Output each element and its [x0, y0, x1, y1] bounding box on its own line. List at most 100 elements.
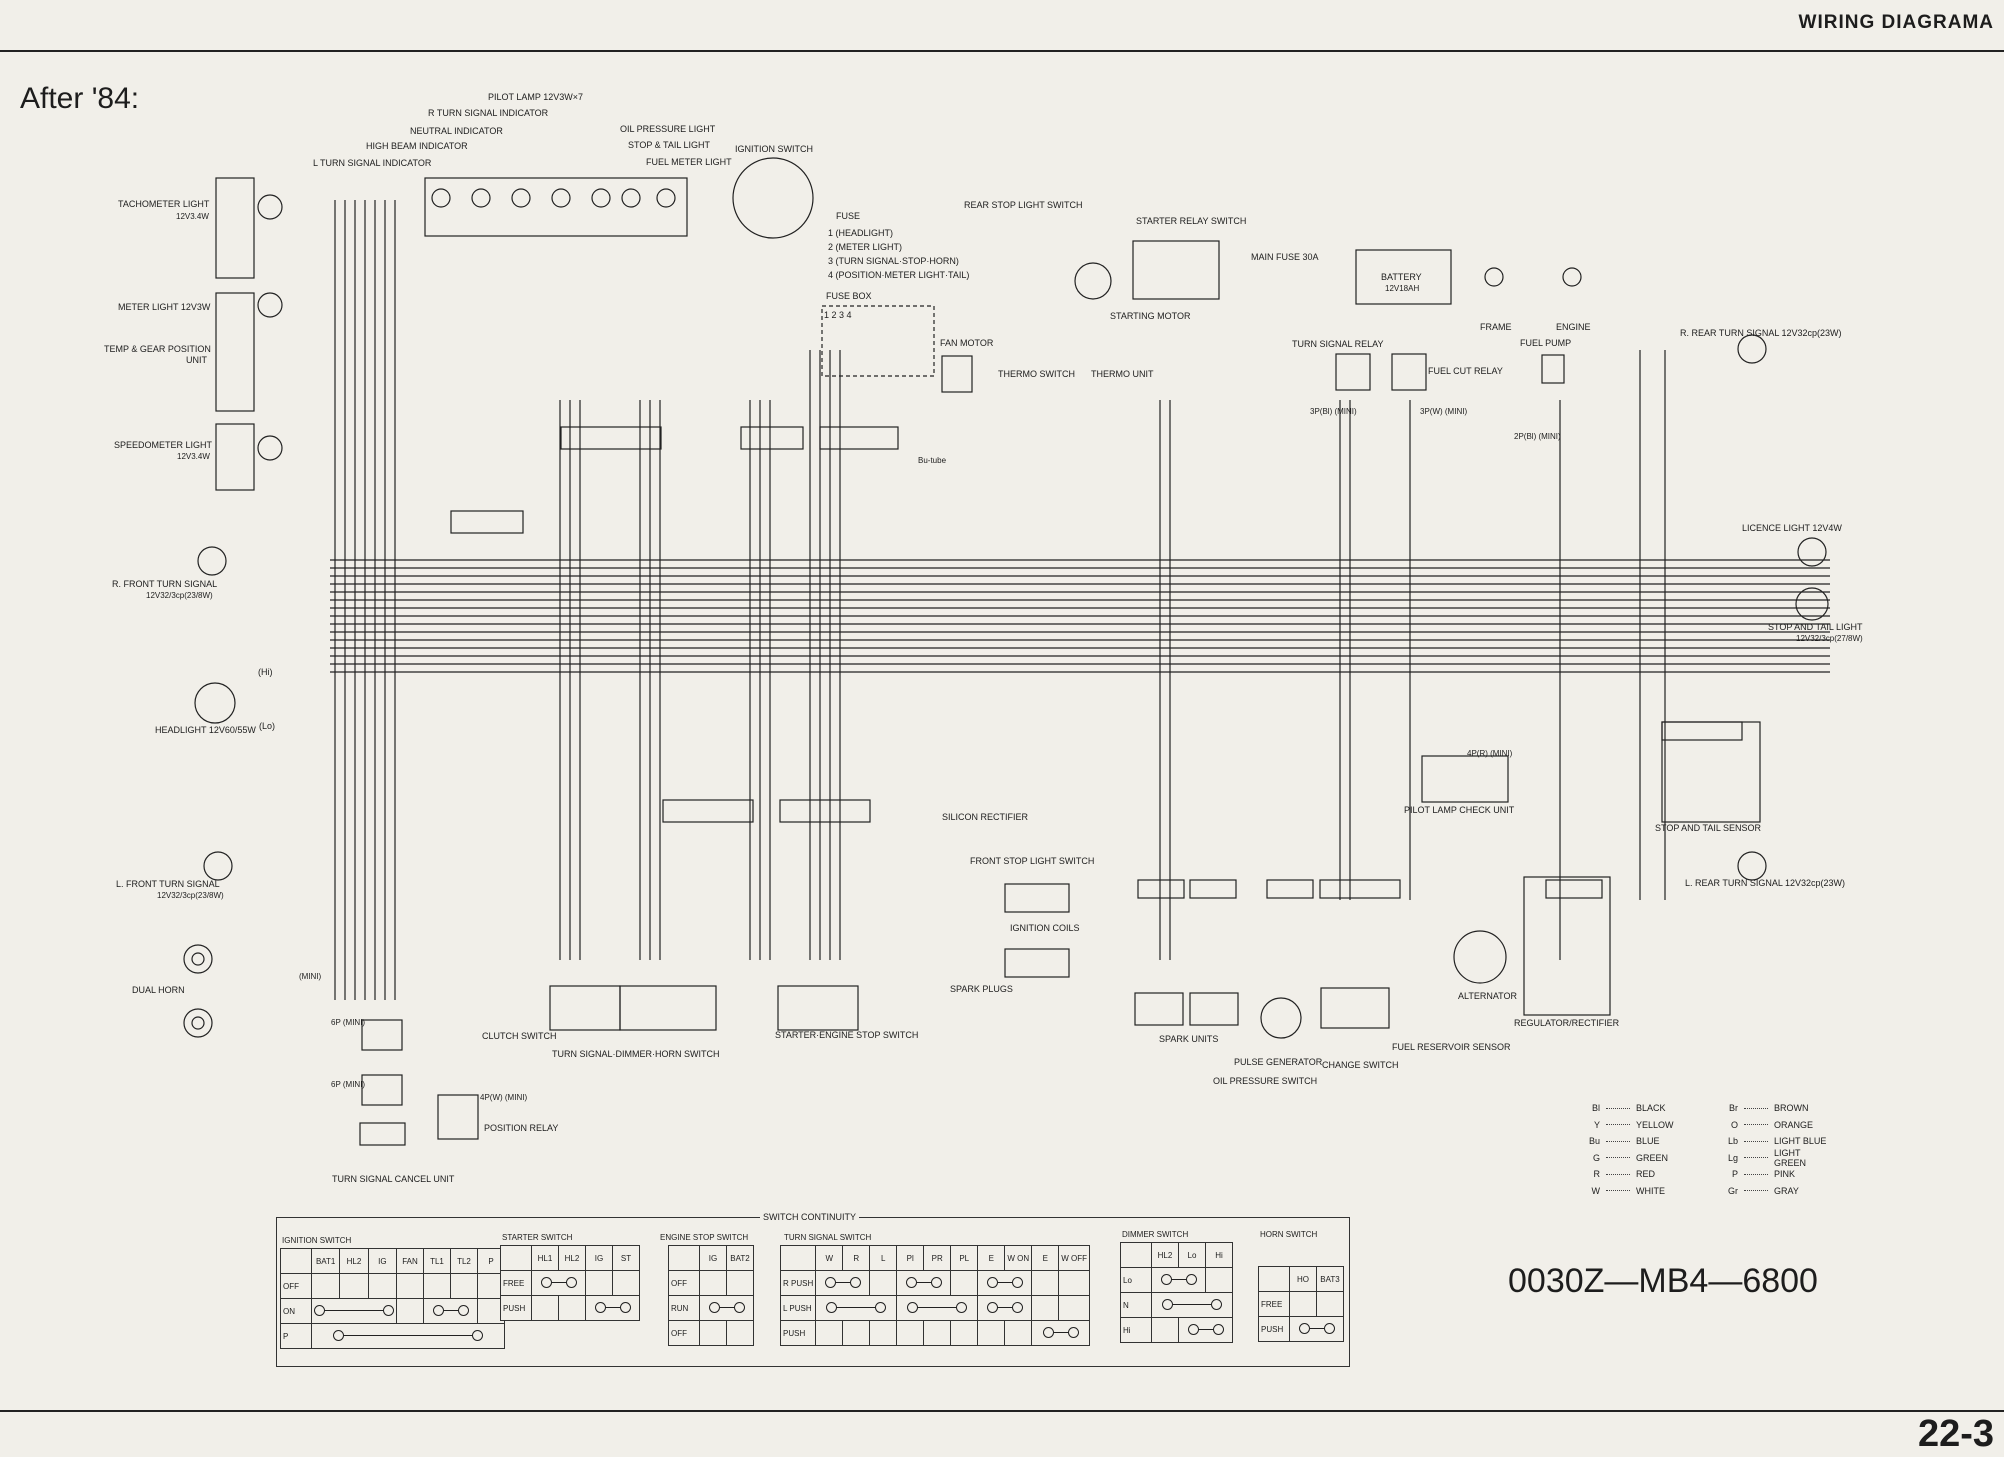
label-speedometer-spec: 12V3.4W: [177, 452, 210, 461]
label-stop-tail-sensor: STOP AND TAIL SENSOR: [1655, 823, 1762, 833]
label-mini: (MINI): [299, 972, 322, 981]
label-fuse-box: FUSE BOX: [826, 291, 872, 301]
label-stop-tail-spec: 12V32/3cp(27/8W): [1796, 634, 1863, 643]
label-fuse-box-numbers: 1 2 3 4: [824, 310, 852, 320]
label-frame: FRAME: [1480, 322, 1512, 332]
label-turn-dimmer-horn: TURN SIGNAL·DIMMER·HORN SWITCH: [552, 1049, 720, 1059]
label-neutral-indicator: NEUTRAL INDICATOR: [410, 126, 503, 136]
label-temp-gear-unit: UNIT: [186, 355, 207, 365]
label-l-rear-turn: L. REAR TURN SIGNAL 12V32cp(23W): [1685, 878, 1845, 888]
label-change-switch: CHANGE SWITCH: [1322, 1060, 1399, 1070]
label-dual-horn: DUAL HORN: [132, 985, 185, 995]
label-tachometer: TACHOMETER LIGHT: [118, 199, 210, 209]
label-3p-bl-mini: 3P(Bl) (MINI): [1310, 407, 1357, 416]
header-title: WIRING DIAGRAMA: [1798, 12, 1994, 33]
label-fuel-meter-light: FUEL METER LIGHT: [646, 157, 732, 167]
label-2p-bl-mini: 2P(Bl) (MINI): [1514, 432, 1561, 441]
label-oil-pressure-switch: OIL PRESSURE SWITCH: [1213, 1076, 1317, 1086]
label-position-relay: POSITION RELAY: [484, 1123, 558, 1133]
label-fuel-cut-relay: FUEL CUT RELAY: [1428, 366, 1503, 376]
label-l-front-turn: L. FRONT TURN SIGNAL: [116, 879, 220, 889]
engine-stop-table-title: ENGINE STOP SWITCH: [660, 1233, 749, 1242]
label-tachometer-spec: 12V3.4W: [176, 212, 209, 221]
label-main-fuse: MAIN FUSE 30A: [1251, 252, 1319, 262]
label-pilot-check: PILOT LAMP CHECK UNIT: [1404, 805, 1515, 815]
label-clutch-switch: CLUTCH SWITCH: [482, 1031, 557, 1041]
label-turn-relay: TURN SIGNAL RELAY: [1292, 339, 1384, 349]
label-l-turn-indicator: L TURN SIGNAL INDICATOR: [313, 158, 432, 168]
label-oil-pressure-light: OIL PRESSURE LIGHT: [620, 124, 716, 134]
label-fuel-pump: FUEL PUMP: [1520, 338, 1571, 348]
label-battery-spec: 12V18AH: [1385, 284, 1419, 293]
label-speedometer: SPEEDOMETER LIGHT: [114, 440, 213, 450]
label-alternator: ALTERNATOR: [1458, 991, 1518, 1001]
label-starter-relay: STARTER RELAY SWITCH: [1136, 216, 1246, 226]
label-4p-r-mini: 4P(R) (MINI): [1467, 749, 1513, 758]
switch-continuity-title: SWITCH CONTINUITY: [760, 1212, 859, 1222]
label-fuse-title: FUSE: [836, 211, 860, 221]
label-thermo-switch: THERMO SWITCH: [998, 369, 1075, 379]
label-hi: (Hi): [258, 667, 273, 677]
label-r-rear-turn: R. REAR TURN SIGNAL 12V32cp(23W): [1680, 328, 1842, 338]
label-r-front-turn-spec: 12V32/3cp(23/8W): [146, 591, 213, 600]
label-headlight: HEADLIGHT 12V60/55W: [155, 725, 256, 735]
dimmer-switch-table-title: DIMMER SWITCH: [1122, 1230, 1189, 1239]
part-number: 0030Z—MB4—6800: [1508, 1262, 1818, 1300]
label-thermo-unit: THERMO UNIT: [1091, 369, 1154, 379]
label-battery: BATTERY: [1381, 272, 1422, 282]
label-licence-light: LICENCE LIGHT 12V4W: [1742, 523, 1842, 533]
label-spark-units: SPARK UNITS: [1159, 1034, 1218, 1044]
turn-switch-table-title: TURN SIGNAL SWITCH: [784, 1233, 872, 1242]
label-4p-w-mini: 4P(W) (MINI): [480, 1093, 527, 1102]
label-r-front-turn: R. FRONT TURN SIGNAL: [112, 579, 217, 589]
label-starting-motor: STARTING MOTOR: [1110, 311, 1191, 321]
section-title: After '84:: [20, 82, 140, 115]
label-stop-tail-light: STOP & TAIL LIGHT: [628, 140, 711, 150]
label-pulse-generator: PULSE GENERATOR: [1234, 1057, 1323, 1067]
label-6p-mini-1: 6P (MINI): [331, 1018, 365, 1027]
horn-switch-table-title: HORN SWITCH: [1260, 1230, 1318, 1239]
label-lo: (Lo): [259, 721, 275, 731]
label-6p-mini-2: 6P (MINI): [331, 1080, 365, 1089]
label-high-beam-indicator: HIGH BEAM INDICATOR: [366, 141, 468, 151]
label-temp-gear: TEMP & GEAR POSITION: [104, 344, 211, 354]
label-3p-w-mini: 3P(W) (MINI): [1420, 407, 1467, 416]
label-bu-tube: Bu-tube: [918, 456, 947, 465]
ignition-switch-table-title: IGNITION SWITCH: [282, 1236, 352, 1245]
label-engine: ENGINE: [1556, 322, 1591, 332]
label-meter-light: METER LIGHT 12V3W: [118, 302, 211, 312]
label-fuse-1: 1 (HEADLIGHT): [828, 228, 893, 238]
label-rear-stop-switch: REAR STOP LIGHT SWITCH: [964, 200, 1083, 210]
label-fuse-2: 2 (METER LIGHT): [828, 242, 902, 252]
header-divider: [0, 50, 2004, 52]
label-r-turn-indicator: R TURN SIGNAL INDICATOR: [428, 108, 549, 118]
label-l-front-turn-spec: 12V32/3cp(23/8W): [157, 891, 224, 900]
label-ignition-switch: IGNITION SWITCH: [735, 144, 813, 154]
label-fuse-3: 3 (TURN SIGNAL·STOP·HORN): [828, 256, 959, 266]
label-fan-motor: FAN MOTOR: [940, 338, 994, 348]
label-fuel-reservoir: FUEL RESERVOIR SENSOR: [1392, 1042, 1511, 1052]
label-silicon-rectifier: SILICON RECTIFIER: [942, 812, 1029, 822]
label-turn-cancel: TURN SIGNAL CANCEL UNIT: [332, 1174, 455, 1184]
starter-switch-table-title: STARTER SWITCH: [502, 1233, 573, 1242]
label-pilot-lamp: PILOT LAMP 12V3W×7: [488, 92, 583, 102]
label-spark-plugs: SPARK PLUGS: [950, 984, 1013, 994]
label-stop-tail: STOP AND TAIL LIGHT: [1768, 622, 1863, 632]
label-front-stop-switch: FRONT STOP LIGHT SWITCH: [970, 856, 1094, 866]
label-regulator: REGULATOR/RECTIFIER: [1514, 1018, 1620, 1028]
label-starter-engine-stop: STARTER·ENGINE STOP SWITCH: [775, 1030, 918, 1040]
